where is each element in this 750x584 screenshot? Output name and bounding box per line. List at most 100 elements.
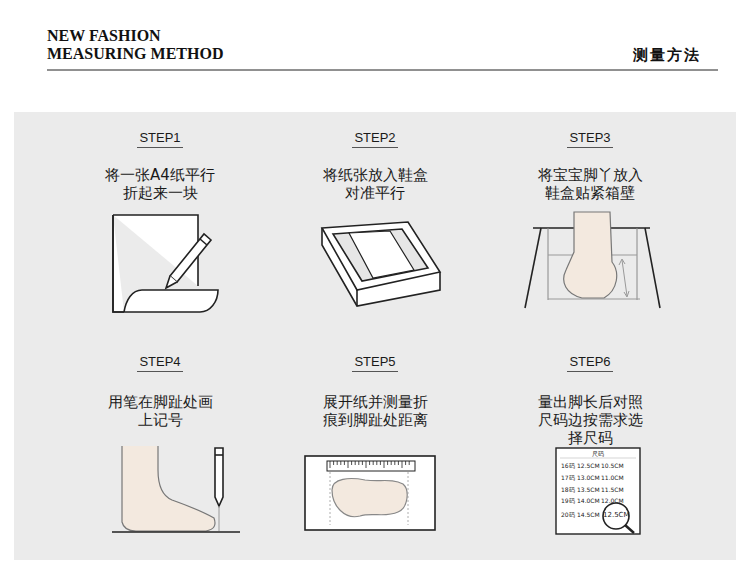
- table-cell: 17码: [561, 474, 575, 481]
- magnified-value: 12.5CM: [603, 512, 629, 519]
- ruler-tick: [402, 461, 403, 468]
- ruler-footprint-icon: [332, 479, 407, 517]
- foot-in-box-icon: [548, 299, 640, 300]
- ruler-tick: [344, 461, 345, 465]
- ruler-tick: [340, 461, 341, 465]
- ruler-tick: [337, 461, 338, 465]
- step-instruction: 将宝宝脚丫放入鞋盒贴紧箱壁: [532, 166, 648, 202]
- step-label: STEP6: [550, 354, 630, 369]
- paper-pencil-icon: [113, 215, 218, 312]
- table-cell: 11.5CM: [601, 486, 624, 493]
- ruler-tick: [380, 461, 381, 465]
- paper-pencil-icon: [170, 234, 211, 282]
- table-cell: 12.5CM: [577, 462, 600, 469]
- table-cell: 13.0CM: [577, 474, 600, 481]
- shoebox-icon: [322, 228, 440, 306]
- shoebox-icon: [333, 229, 428, 281]
- ruler-footprint-icon: [330, 472, 331, 525]
- table-cell: 11.0CM: [601, 474, 624, 481]
- step-label-text: STEP1: [137, 130, 182, 148]
- foot-pencil-icon: [112, 531, 240, 533]
- foot-pencil-icon: [112, 446, 240, 532]
- foot-pencil-icon: [219, 506, 220, 531]
- ruler-ticks: [330, 461, 409, 468]
- step-label-text: STEP3: [567, 130, 612, 148]
- step-label-text: STEP5: [352, 354, 397, 372]
- paper-pencil-icon: [200, 239, 207, 245]
- step-instruction: 将一张A4纸平行折起来一块: [102, 166, 218, 202]
- paper-pencil-icon: [113, 215, 218, 312]
- ruler-tick: [355, 461, 356, 465]
- foot-pencil-icon: [122, 446, 215, 531]
- ruler-tick: [373, 461, 374, 465]
- ruler-tick: [391, 461, 392, 465]
- step-instruction: 将纸张放入鞋盒对准平行: [317, 166, 433, 202]
- step-label: STEP4: [120, 354, 200, 369]
- ruler-tick: [333, 461, 334, 465]
- ruler-tick: [369, 461, 370, 465]
- ruler-footprint-icon: [305, 456, 435, 530]
- table-cell: 16码: [561, 462, 575, 469]
- size-chart-icon: [625, 525, 634, 533]
- foot-in-box-icon: [564, 212, 617, 298]
- step-label-text: STEP6: [567, 354, 612, 372]
- ruler-footprint-icon: [327, 461, 415, 471]
- ruler-tick: [398, 461, 399, 465]
- step-label-text: STEP4: [137, 354, 182, 372]
- ruler-tick: [376, 461, 377, 465]
- ruler-tick: [409, 461, 410, 465]
- size-chart-icon: [560, 458, 636, 459]
- ruler-tick: [330, 461, 331, 468]
- ruler-tick: [362, 461, 363, 465]
- shoebox-icon: [356, 290, 358, 306]
- header-rule: [47, 70, 718, 71]
- page-title: NEW FASHION MEASURING METHOD: [47, 27, 237, 63]
- ruler-tick: [405, 461, 406, 465]
- foot-in-box-icon: [624, 291, 629, 297]
- section-heading: 测量方法: [633, 46, 701, 65]
- table-cell: 20码: [561, 511, 575, 518]
- shoebox-icon: [322, 222, 440, 290]
- shoebox-icon: [349, 231, 414, 278]
- paper-pencil-icon: [113, 215, 198, 286]
- foot-in-box-icon: [525, 228, 541, 308]
- grey-panel: [14, 112, 736, 560]
- grey-panel: [14, 112, 736, 560]
- foot-in-box-icon: [548, 228, 549, 300]
- table-cell: 10.5CM: [601, 462, 624, 469]
- foot-pencil-icon: [215, 448, 223, 506]
- table-cell: 18码: [561, 486, 575, 493]
- table-cell: 14.5CM: [577, 511, 600, 518]
- ruler-tick: [384, 461, 385, 468]
- step-label: STEP1: [120, 130, 200, 145]
- foot-in-box-icon: [622, 260, 627, 296]
- ruler-tick: [394, 461, 395, 465]
- table-cell: 19码: [561, 497, 575, 504]
- paper-pencil-icon: [166, 276, 177, 288]
- foot-in-box-icon: [637, 228, 638, 300]
- ruler-tick: [366, 461, 367, 468]
- table-header: 尺码: [583, 450, 613, 457]
- step-instruction: 用笔在脚趾处画上记号: [102, 393, 218, 429]
- foot-in-box-icon: [645, 228, 660, 308]
- ruler-footprint-icon: [408, 472, 409, 525]
- ruler-tick: [351, 461, 352, 465]
- ruler-footprint-icon: [305, 456, 435, 530]
- step-label: STEP5: [335, 354, 415, 369]
- step-label: STEP3: [550, 130, 630, 145]
- step-instruction: 量出脚长后对照尺码边按需求选择尺码: [532, 393, 648, 447]
- foot-in-box-icon: [525, 212, 660, 308]
- foot-in-box-icon: [619, 259, 625, 265]
- shoebox-icon: [322, 222, 440, 306]
- ruler-tick: [348, 461, 349, 468]
- ruler-tick: [387, 461, 388, 465]
- paper-pencil-icon: [113, 215, 124, 312]
- step-label: STEP2: [335, 130, 415, 145]
- table-cell: 13.5CM: [577, 486, 600, 493]
- step-instruction: 展开纸并测量折痕到脚趾处距离: [317, 393, 433, 429]
- foot-pencil-icon: [215, 454, 223, 456]
- step-label-text: STEP2: [352, 130, 397, 148]
- header-rule: [47, 70, 718, 71]
